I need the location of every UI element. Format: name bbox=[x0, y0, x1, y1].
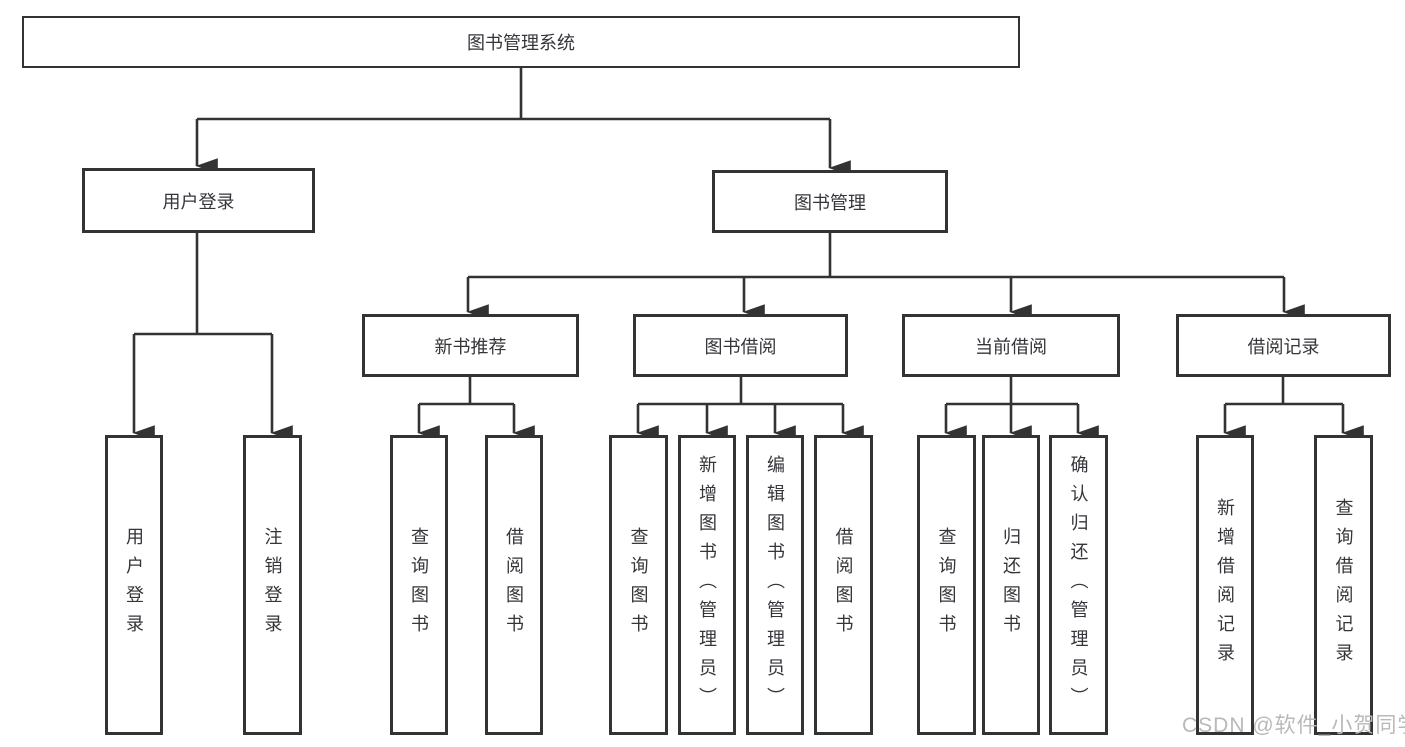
node-new-book-recommendation: 新书推荐 bbox=[362, 314, 579, 377]
leaf-query-books-newrec: 查询图书 bbox=[390, 435, 448, 735]
leaf-logout: 注销登录 bbox=[243, 435, 302, 735]
leaf-edit-books-admin: 编辑图书（管理员） bbox=[746, 435, 804, 735]
leaf-query-borrow-record: 查询借阅记录 bbox=[1314, 435, 1373, 735]
leaf-borrow-books-newrec: 借阅图书 bbox=[485, 435, 543, 735]
leaf-user-login: 用户登录 bbox=[105, 435, 163, 735]
leaf-borrow-books-borrowing: 借阅图书 bbox=[814, 435, 873, 735]
node-library-management-system: 图书管理系统 bbox=[22, 16, 1020, 68]
leaf-add-borrow-record: 新增借阅记录 bbox=[1196, 435, 1254, 735]
leaf-confirm-return-admin: 确认归还（管理员） bbox=[1049, 435, 1108, 735]
node-book-management: 图书管理 bbox=[712, 170, 948, 233]
leaf-add-books-admin: 新增图书（管理员） bbox=[678, 435, 736, 735]
node-book-borrowing: 图书借阅 bbox=[633, 314, 848, 377]
leaf-query-books-borrowing: 查询图书 bbox=[609, 435, 668, 735]
node-user-login: 用户登录 bbox=[82, 168, 315, 233]
leaf-query-books-current: 查询图书 bbox=[917, 435, 976, 735]
node-borrow-records: 借阅记录 bbox=[1176, 314, 1391, 377]
node-current-borrowing: 当前借阅 bbox=[902, 314, 1120, 377]
leaf-return-books: 归还图书 bbox=[982, 435, 1040, 735]
csdn-watermark: CSDN @软件_小贺同学 bbox=[1182, 714, 1405, 737]
